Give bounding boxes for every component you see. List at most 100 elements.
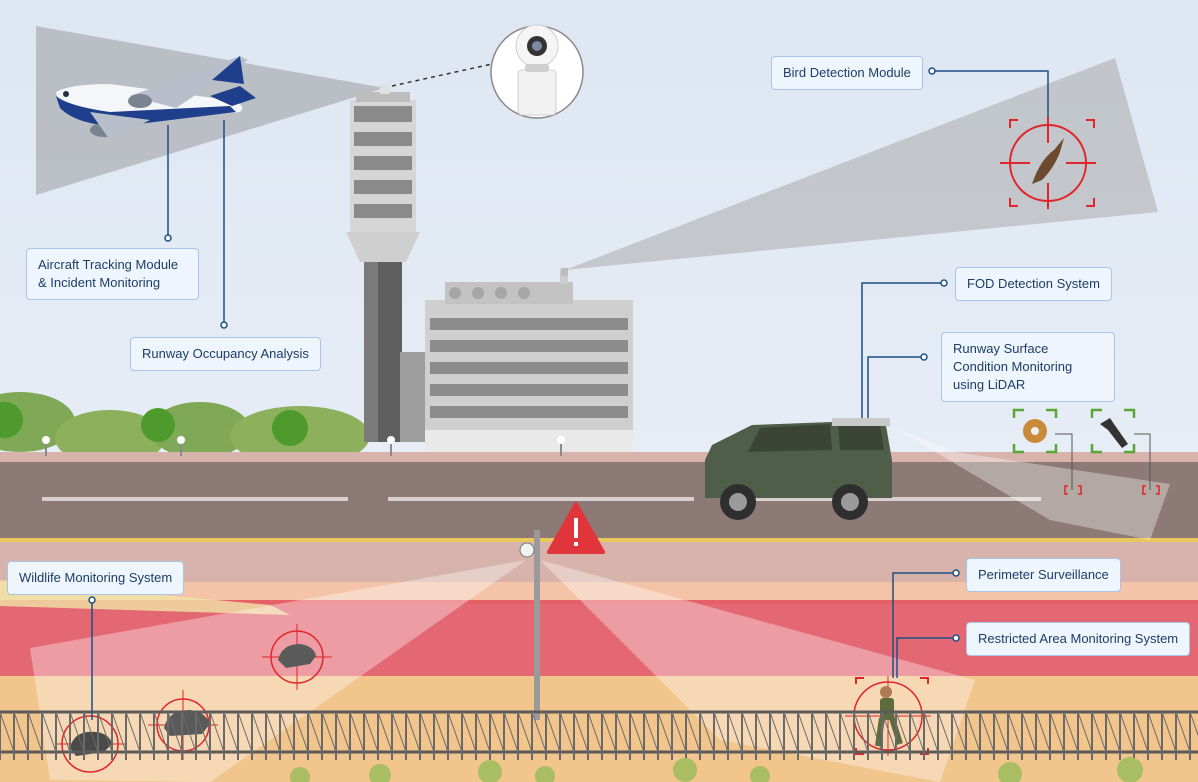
survey-vehicle-icon	[705, 418, 892, 520]
fence-wire	[923, 711, 939, 753]
fence-posts	[0, 711, 1198, 760]
mast-camera-view-cone-right	[540, 560, 975, 782]
fence-wire	[279, 711, 295, 753]
fence-wire	[83, 711, 99, 753]
ptz-camera-icon	[490, 24, 584, 119]
fence-wire	[629, 711, 645, 753]
runway-surface-label: Runway Surface Condition Monitoring usin…	[941, 332, 1115, 402]
fence-wire	[111, 711, 127, 753]
fence-wire	[489, 711, 505, 753]
fence-wire	[769, 711, 785, 753]
fence-wire	[433, 711, 449, 753]
fence-wire	[573, 711, 589, 753]
fence-wire	[461, 711, 477, 753]
terminal-building	[425, 270, 633, 452]
restricted-area-label: Restricted Area Monitoring System	[966, 622, 1191, 656]
fence-wire	[265, 711, 281, 753]
boar-icon	[278, 644, 316, 668]
lidar-scan-area	[895, 428, 1170, 540]
perimeter-fence	[0, 710, 1198, 754]
fod-detection-label: FOD Detection System	[955, 267, 1112, 301]
fence-wire	[909, 711, 925, 753]
boar-target-1	[262, 624, 332, 690]
warning-icon	[547, 502, 605, 554]
fence-wire	[671, 711, 687, 753]
fence-wire	[1133, 711, 1149, 753]
bird-icon	[1032, 138, 1064, 184]
fence-wire	[251, 711, 267, 753]
connector-lines	[91, 70, 1049, 720]
fence-wire	[895, 711, 911, 753]
fence-wire	[1035, 711, 1051, 753]
fence-wire	[1119, 711, 1135, 753]
bolt-fod-target	[1090, 408, 1136, 454]
fence-wire	[349, 711, 365, 753]
fence-wire	[951, 711, 967, 753]
fence-wire	[545, 711, 561, 753]
fence-wire	[531, 711, 547, 753]
shrubs	[290, 757, 1143, 782]
fence-wire	[755, 711, 771, 753]
fence-wire	[1105, 711, 1121, 753]
fence-wire	[503, 711, 519, 753]
fence-wire	[13, 711, 29, 753]
fence-wire	[363, 711, 379, 753]
fence-wire	[1189, 711, 1198, 737]
fence-wire	[587, 711, 603, 753]
fence-wire	[167, 711, 183, 753]
wildlife-monitoring-label: Wildlife Monitoring System	[7, 561, 185, 595]
fence-wire	[41, 711, 57, 753]
fence-wire	[419, 711, 435, 753]
fence-wire	[447, 711, 463, 753]
fence-wire	[55, 711, 71, 753]
fence-wire	[643, 711, 659, 753]
fence-wire	[209, 711, 225, 753]
fence-wire	[783, 711, 799, 753]
fence-wire	[517, 711, 533, 753]
fence-wire	[839, 711, 855, 753]
fence-wire	[153, 711, 169, 753]
fence-wire	[223, 711, 239, 753]
fence-wire	[937, 711, 953, 753]
fence-wire	[0, 711, 15, 753]
fence-wire	[377, 711, 393, 753]
fence-wire	[853, 711, 869, 753]
fence-wire	[335, 711, 351, 753]
fence-wire	[391, 711, 407, 753]
fence-wire	[811, 711, 827, 753]
fence-wire	[1077, 711, 1093, 753]
bird-detection-label: Bird Detection Module	[771, 56, 923, 90]
bird-view-cone	[565, 58, 1158, 270]
aircraft-tracking-label: Aircraft Tracking Module & Incident Moni…	[26, 248, 199, 300]
fence-wire	[475, 711, 491, 753]
fence-wire	[181, 711, 197, 753]
fence-wire	[405, 711, 421, 753]
fence-wire	[699, 711, 715, 753]
fence-wire	[293, 711, 309, 753]
connector-dots	[88, 67, 960, 642]
fence-wire	[27, 711, 43, 753]
bird-target	[1000, 117, 1096, 209]
runway-lights	[42, 436, 565, 456]
donut-fod-target	[1012, 408, 1058, 454]
fence-wire	[559, 711, 575, 753]
fence-wire	[713, 711, 729, 753]
fence-wire	[601, 711, 617, 753]
fence-wire	[97, 711, 113, 753]
perimeter-surveillance-label: Perimeter Surveillance	[966, 558, 1121, 592]
fence-wire	[69, 711, 85, 753]
fence-wire	[979, 711, 995, 753]
fence-wire	[881, 711, 897, 753]
fence-wire	[965, 711, 981, 753]
fence-wire	[1147, 711, 1163, 753]
fence-wire	[741, 711, 757, 753]
fence-wire	[1021, 711, 1037, 753]
camera-mast	[519, 530, 540, 720]
fence-wire	[727, 711, 743, 753]
fence-wire	[1063, 711, 1079, 753]
fence-wire	[1007, 711, 1023, 753]
fence-wire	[1049, 711, 1065, 753]
fence-wire	[825, 711, 841, 753]
fence-wire	[307, 711, 323, 753]
fence-wire	[685, 711, 701, 753]
